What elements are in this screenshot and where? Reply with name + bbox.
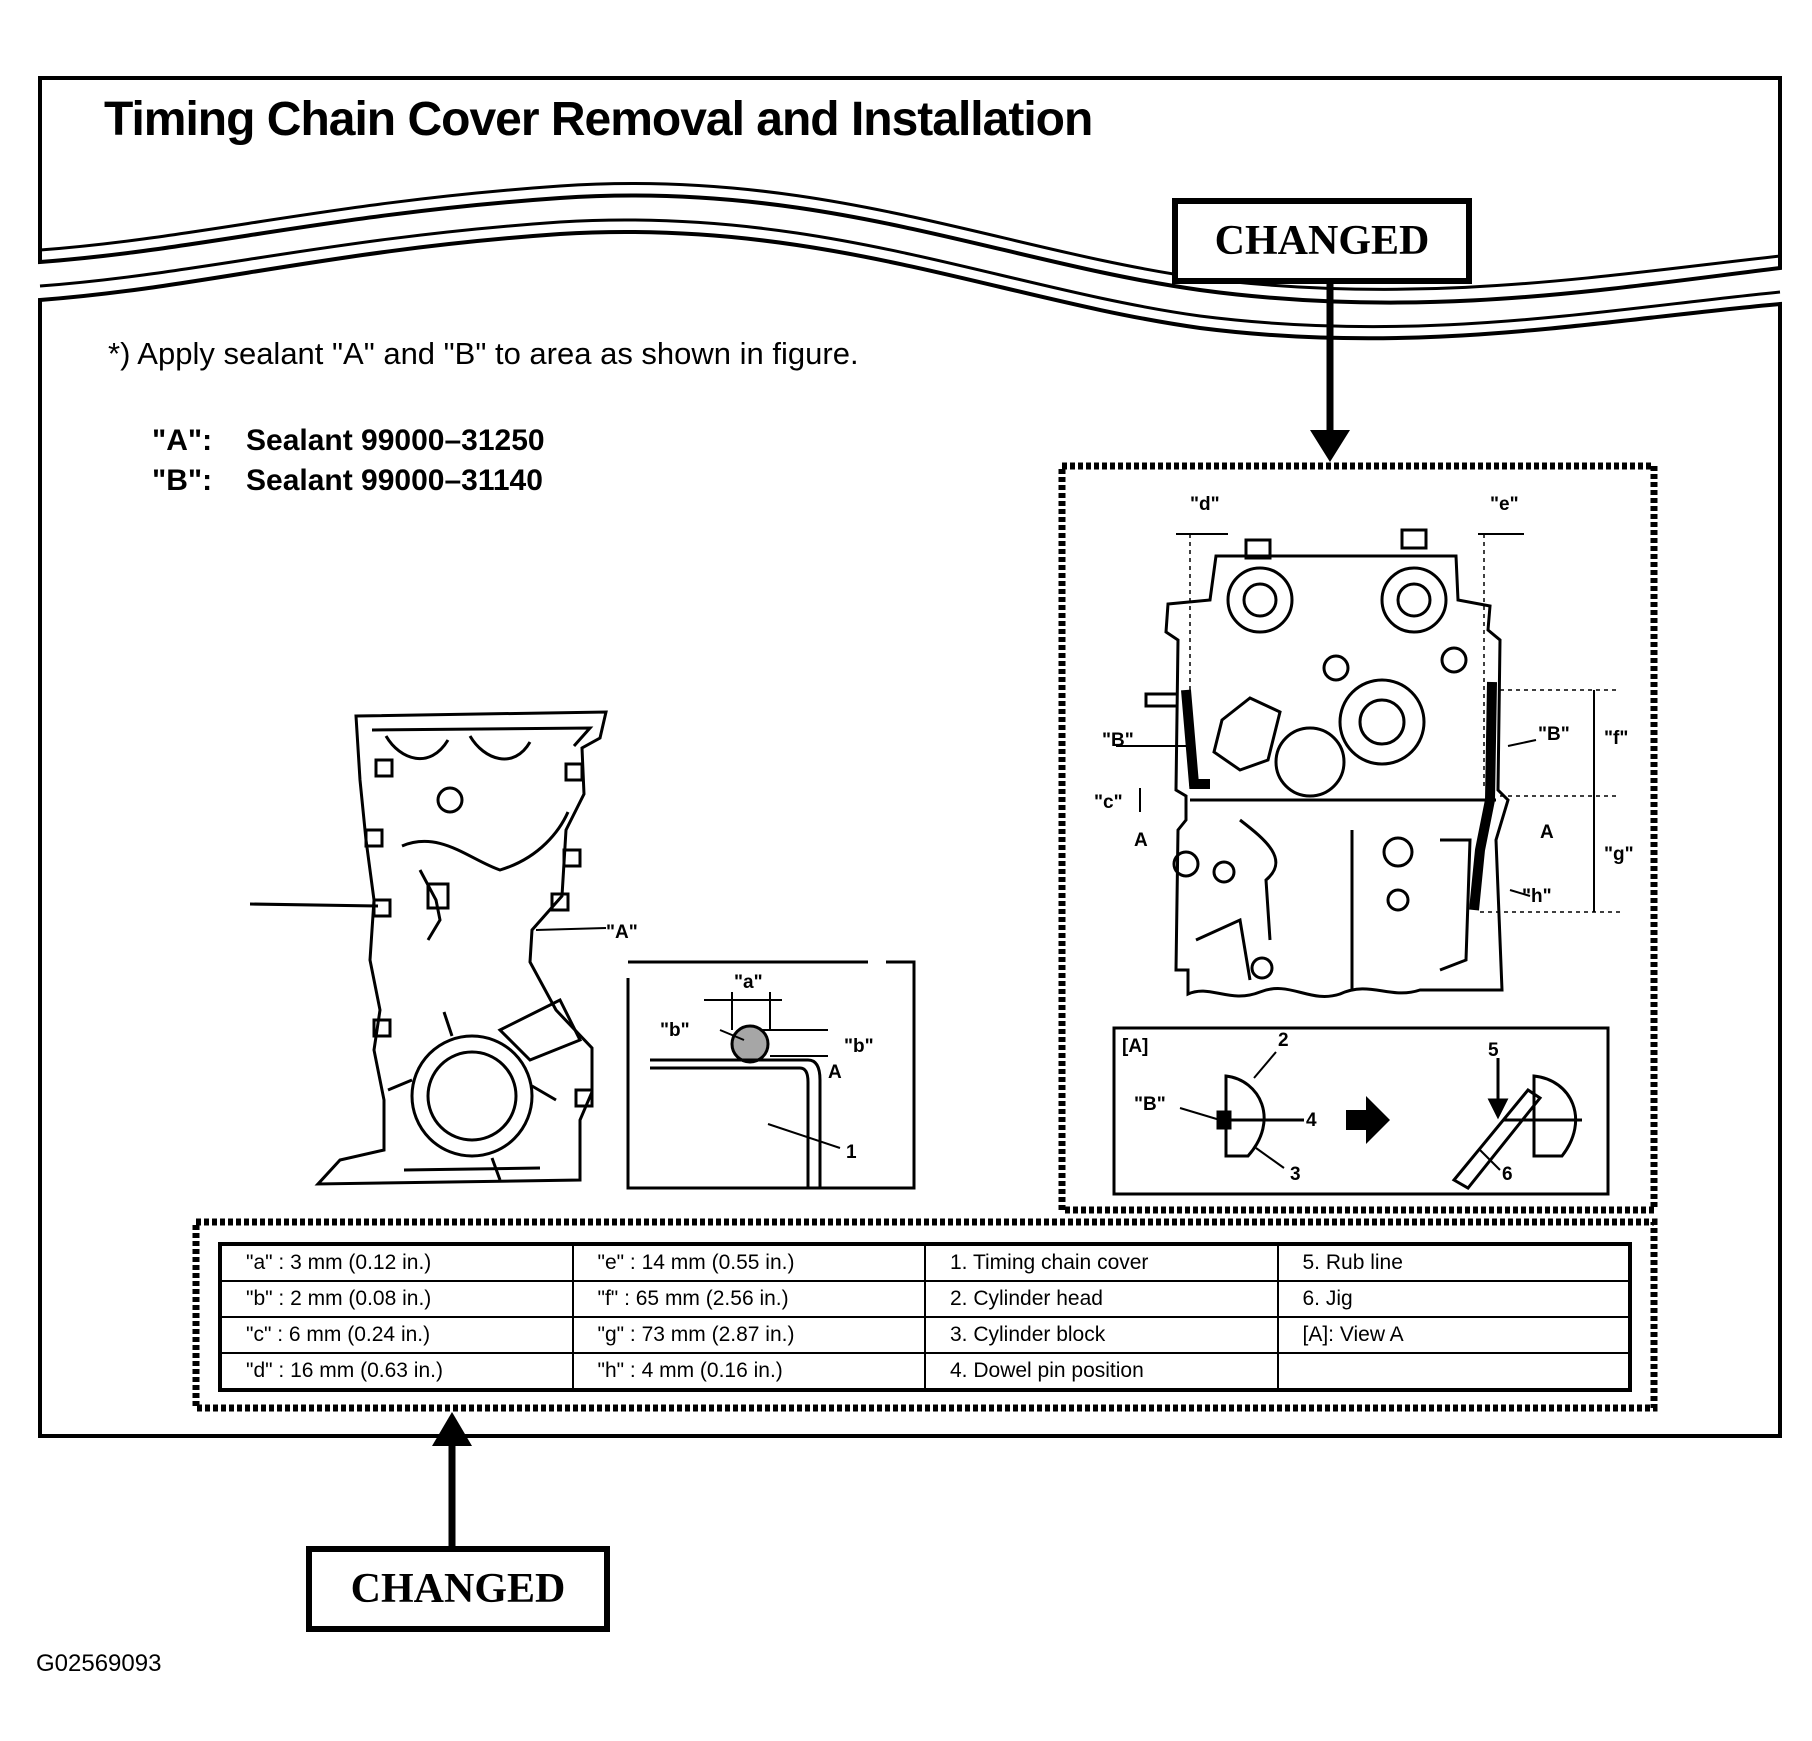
sealant-a-value: Sealant 99000–31250 <box>246 424 545 457</box>
legend-cell: "f" : 65 mm (2.56 in.) <box>571 1280 926 1318</box>
legend-cell: "d" : 16 mm (0.63 in.) <box>219 1352 574 1391</box>
outer-frame-top <box>38 76 1782 305</box>
outer-frame-wave-inner <box>39 182 1781 291</box>
callout-2: 2 <box>1278 1030 1289 1051</box>
callout-b-inset: "b" <box>660 1020 690 1041</box>
sealant-a-label: "A": <box>152 424 213 457</box>
legend-cell: 6. Jig <box>1276 1280 1631 1318</box>
callout-h: "h" <box>1522 886 1552 907</box>
callout-4: 4 <box>1306 1110 1317 1131</box>
cylinder-head-drawing <box>1116 528 1620 998</box>
callout-b-right: "B" <box>1538 724 1570 745</box>
legend-row: "b" : 2 mm (0.08 in.) "f" : 65 mm (2.56 … <box>219 1280 1631 1318</box>
sealant-b-label: "B": <box>152 464 213 497</box>
legend-cell: "b" : 2 mm (0.08 in.) <box>219 1280 574 1318</box>
legend-cell: 5. Rub line <box>1276 1243 1631 1282</box>
legend-cell: "e" : 14 mm (0.55 in.) <box>571 1243 926 1282</box>
callout-a-right: A <box>1540 822 1554 843</box>
legend-cell: "a" : 3 mm (0.12 in.) <box>219 1243 574 1282</box>
changed-label-bottom: CHANGED <box>306 1546 610 1632</box>
timing-chain-cover-drawing <box>249 710 608 1186</box>
legend-cell: "h" : 4 mm (0.16 in.) <box>571 1352 926 1391</box>
page-title: Timing Chain Cover Removal and Installat… <box>104 93 1093 146</box>
changed-label-top: CHANGED <box>1172 198 1472 284</box>
callout-sealant-a: "A" <box>606 922 638 943</box>
legend-cell: "c" : 6 mm (0.24 in.) <box>219 1316 574 1354</box>
callout-view-a: [A] <box>1122 1036 1148 1057</box>
outer-frame-bottom <box>38 229 1782 1438</box>
callout-c: "c" <box>1094 792 1123 813</box>
legend-box <box>192 1218 1658 1412</box>
legend-cell: [A]: View A <box>1276 1316 1631 1354</box>
callout-b-view: "B" <box>1134 1094 1166 1115</box>
sealant-b-spec: "B": Sealant 99000–31140 <box>152 464 543 498</box>
image-id: G02569093 <box>36 1650 162 1677</box>
changed-arrow-bottom-head <box>432 1412 472 1446</box>
legend-cell: 4. Dowel pin position <box>924 1352 1279 1391</box>
view-a-arrow <box>1346 1096 1390 1144</box>
legend-row: "c" : 6 mm (0.24 in.) "g" : 73 mm (2.87 … <box>219 1316 1631 1354</box>
sealant-a-spec: "A": Sealant 99000–31250 <box>152 424 545 458</box>
callout-5: 5 <box>1488 1040 1499 1061</box>
callout-a-plain-inset: A <box>828 1062 842 1083</box>
callout-e: "e" <box>1490 494 1519 515</box>
legend-cell <box>1276 1352 1631 1391</box>
legend-row: "d" : 16 mm (0.63 in.) "h" : 4 mm (0.16 … <box>219 1352 1631 1391</box>
legend-cell: 1. Timing chain cover <box>924 1243 1279 1282</box>
view-a-inset <box>1112 1026 1610 1196</box>
callout-f: "f" <box>1604 728 1628 749</box>
callout-a-left: A <box>1134 830 1148 851</box>
callout-b-plain-inset: "b" <box>844 1036 874 1057</box>
callout-a-inset: "a" <box>734 972 763 993</box>
sealant-section-inset <box>626 960 916 1190</box>
legend-row: "a" : 3 mm (0.12 in.) "e" : 14 mm (0.55 … <box>219 1243 1631 1282</box>
callout-d: "d" <box>1190 494 1220 515</box>
changed-detail-box <box>1058 462 1658 1214</box>
legend-cell: 3. Cylinder block <box>924 1316 1279 1354</box>
callout-g: "g" <box>1604 844 1634 865</box>
callout-b-left: "B" <box>1102 730 1134 751</box>
legend-cell: "g" : 73 mm (2.87 in.) <box>571 1316 926 1354</box>
callout-labels: "d" "e" "B" "B" "f" "g" "c" A A "h" "A" … <box>606 494 1634 1185</box>
outer-frame-wave-inner2 <box>39 218 1781 329</box>
legend-cell: 2. Cylinder head <box>924 1280 1279 1318</box>
sealant-b-value: Sealant 99000–31140 <box>246 464 543 497</box>
sealant-note: *) Apply sealant "A" and "B" to area as … <box>108 336 859 371</box>
legend-table: "a" : 3 mm (0.12 in.) "e" : 14 mm (0.55 … <box>218 1242 1632 1392</box>
callout-3: 3 <box>1290 1164 1301 1185</box>
callout-6: 6 <box>1502 1164 1513 1185</box>
callout-1: 1 <box>846 1142 857 1163</box>
changed-arrow-top-head <box>1310 430 1350 462</box>
